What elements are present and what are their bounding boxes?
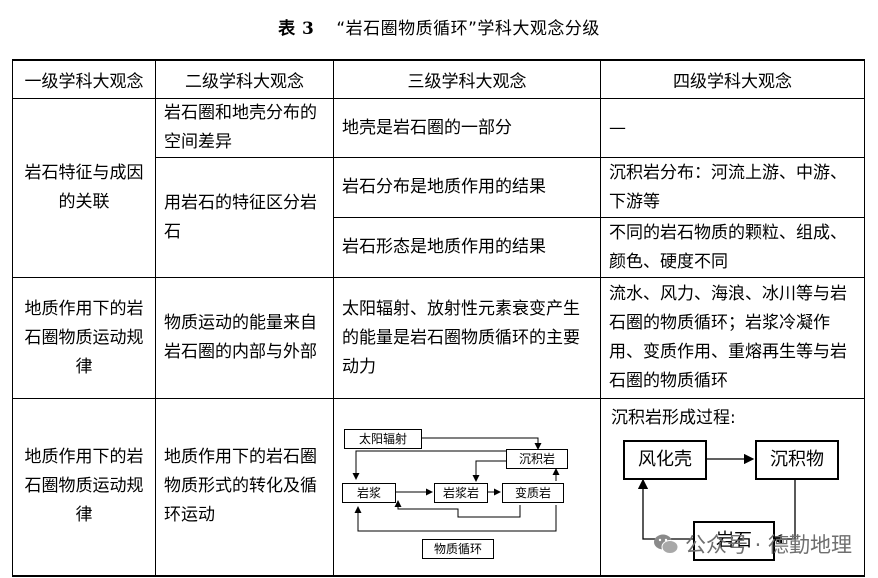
level1-cell: 地质作用下的岩石圈物质运动规律 <box>12 277 156 399</box>
table-number: 表 3 <box>278 19 315 39</box>
level3-cell: 岩石分布是地质作用的结果 <box>333 157 601 218</box>
watermark-text: 公众号 · 德勤地理 <box>684 533 852 557</box>
table-row: 岩石特征与成因的关联 岩石圈和地壳分布的空间差异 地壳是岩石圈的一部分 — <box>12 98 865 278</box>
level1-cell: 地质作用下的岩石圈物质运动规律 <box>12 398 156 576</box>
level4-cell: — <box>600 98 865 158</box>
level2-cell: 用岩石的特征区分岩石 <box>155 157 334 278</box>
sedimentary-process: 沉积岩形成过程: 风化壳 沉积物 岩石 <box>607 399 858 574</box>
magmatic-rock-box: 岩浆岩 <box>434 482 488 503</box>
level3-cell: 地壳是岩石圈的一部分 <box>333 98 601 158</box>
solar-radiation-box: 太阳辐射 <box>344 428 422 449</box>
rock-cycle-diagram: 太阳辐射 沉积岩 岩浆 岩浆岩 变质岩 物质循环 <box>338 413 596 561</box>
sedimentary-process-title: 沉积岩形成过程: <box>611 408 736 428</box>
table-row: 用岩石的特征区分岩石 岩石分布是地质作用的结果 沉积岩分布：河流上游、中游、下游… <box>13 157 865 278</box>
level2-cell: 地质作用下的岩石圈物质形式的转化及循环运动 <box>155 398 334 576</box>
level3-cell: 岩石形态是地质作用的结果 <box>333 217 601 278</box>
level4-cell: 不同的岩石物质的颗粒、组成、颜色、硬度不同 <box>600 217 865 278</box>
table-row: 地质作用下的岩石圈物质运动规律 地质作用下的岩石圈物质形式的转化及循环运动 <box>12 398 865 576</box>
level2-cell: 物质运动的能量来自岩石圈的内部与外部 <box>155 277 334 399</box>
table-row: 岩石形态是地质作用的结果 不同的岩石物质的颗粒、组成、颜色、硬度不同 <box>13 217 865 278</box>
wechat-icon <box>653 534 679 554</box>
process-arrows <box>637 453 796 545</box>
material-cycle-box: 物质循环 <box>422 538 494 559</box>
table-caption: 表 3 “岩石圈物质循环”学科大观念分级 <box>0 14 878 39</box>
watermark: 公众号 · 德勤地理 <box>653 529 852 559</box>
concept-table: 一级学科大观念 二级学科大观念 三级学科大观念 四级学科大观念 岩石特征与成因的… <box>12 59 865 577</box>
metamorphic-rock-box: 变质岩 <box>502 482 564 503</box>
level4-cell: 沉积岩分布：河流上游、中游、下游等 <box>600 157 865 218</box>
header-level3: 三级学科大观念 <box>333 59 601 99</box>
level4-cell: 流水、风力、海浪、冰川等与岩石圈的物质循环；岩浆冷凝作用、变质作用、重熔再生等与… <box>600 277 865 399</box>
level3-cell: 太阳辐射、放射性元素衰变产生的能量是岩石圈物质循环的主要动力 <box>333 277 601 399</box>
level1-cell: 岩石特征与成因的关联 <box>12 98 156 278</box>
sedimentary-process-cell: 沉积岩形成过程: 风化壳 沉积物 岩石 <box>600 398 865 576</box>
sediment-box: 沉积物 <box>755 440 839 480</box>
header-level2: 二级学科大观念 <box>155 59 334 99</box>
weathering-crust-box: 风化壳 <box>623 440 707 480</box>
rock-cycle-arrows <box>352 437 560 532</box>
header-level1: 一级学科大观念 <box>12 59 156 99</box>
rock-box: 岩石 <box>693 521 775 561</box>
table-row: 地质作用下的岩石圈物质运动规律 物质运动的能量来自岩石圈的内部与外部 太阳辐射、… <box>12 277 865 399</box>
header-row: 一级学科大观念 二级学科大观念 三级学科大观念 四级学科大观念 <box>12 59 865 99</box>
table-title: “岩石圈物质循环”学科大观念分级 <box>336 19 600 39</box>
rock-cycle-cell: 太阳辐射 沉积岩 岩浆 岩浆岩 变质岩 物质循环 <box>333 398 601 576</box>
magma-box: 岩浆 <box>342 482 396 503</box>
header-level4: 四级学科大观念 <box>600 59 865 99</box>
level2-cell: 岩石圈和地壳分布的空间差异 <box>155 98 334 158</box>
sedimentary-rock-box: 沉积岩 <box>506 448 568 469</box>
